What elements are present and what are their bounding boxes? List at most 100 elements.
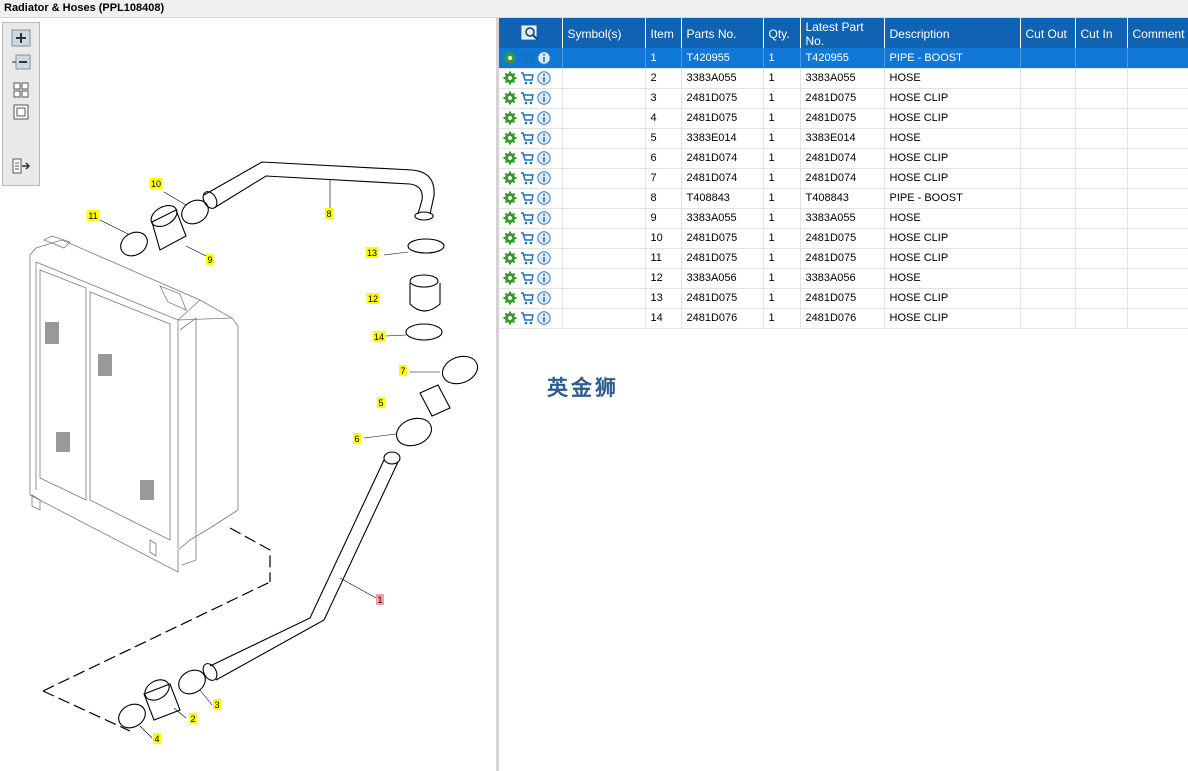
- callout-10[interactable]: 10: [149, 178, 163, 189]
- comment-cell: [1127, 188, 1188, 209]
- callout-2[interactable]: 2: [189, 713, 197, 724]
- col-qty[interactable]: Qty.: [763, 18, 801, 48]
- parts-table-pane: Symbol(s) Item Parts No. Qty. Latest Par…: [499, 18, 1188, 771]
- col-description[interactable]: Description: [884, 18, 1021, 48]
- cart-icon[interactable]: [520, 231, 534, 245]
- gear-icon[interactable]: [503, 131, 517, 145]
- cart-icon[interactable]: [520, 291, 534, 305]
- row-actions-cell: [499, 308, 563, 329]
- info-icon[interactable]: [537, 311, 551, 325]
- col-cut-in[interactable]: Cut In: [1075, 18, 1128, 48]
- gear-icon[interactable]: [503, 271, 517, 285]
- cart-icon[interactable]: [520, 111, 534, 125]
- col-item[interactable]: Item: [645, 18, 682, 48]
- cart-icon[interactable]: [520, 311, 534, 325]
- callout-box: [189, 713, 197, 724]
- gear-icon[interactable]: [503, 311, 517, 325]
- gear-icon[interactable]: [503, 251, 517, 265]
- col-symbols[interactable]: Symbol(s): [562, 18, 646, 48]
- cart-icon[interactable]: [520, 271, 534, 285]
- callout-6[interactable]: 6: [353, 433, 361, 444]
- info-icon[interactable]: [537, 51, 551, 65]
- info-icon[interactable]: [537, 211, 551, 225]
- cart-icon[interactable]: [520, 51, 534, 65]
- gear-icon[interactable]: [503, 171, 517, 185]
- zoom-out-button[interactable]: [11, 53, 31, 71]
- callout-label: 6: [354, 434, 359, 444]
- col-cut-out[interactable]: Cut Out: [1020, 18, 1076, 48]
- callout-12[interactable]: 12: [366, 293, 380, 304]
- cart-icon[interactable]: [520, 71, 534, 85]
- callout-3[interactable]: 3: [213, 699, 221, 710]
- qty-cell: 1: [763, 268, 801, 289]
- callout-13[interactable]: 13: [365, 247, 379, 258]
- header-search-cell[interactable]: [499, 18, 563, 48]
- info-icon[interactable]: [537, 91, 551, 105]
- cart-icon[interactable]: [520, 191, 534, 205]
- gear-icon[interactable]: [503, 91, 517, 105]
- callout-8[interactable]: 8: [325, 208, 333, 219]
- cart-icon[interactable]: [520, 151, 534, 165]
- callout-11[interactable]: 11: [86, 210, 100, 221]
- export-list-button[interactable]: [11, 157, 31, 175]
- info-icon[interactable]: [537, 271, 551, 285]
- cart-icon[interactable]: [520, 131, 534, 145]
- info-icon[interactable]: [537, 131, 551, 145]
- info-icon[interactable]: [537, 71, 551, 85]
- gear-icon[interactable]: [503, 191, 517, 205]
- cart-icon[interactable]: [520, 91, 534, 105]
- symbols-cell: [562, 208, 646, 229]
- cart-icon[interactable]: [520, 211, 534, 225]
- comment-cell: [1127, 148, 1188, 169]
- callout-7[interactable]: 7: [399, 365, 407, 376]
- gear-icon[interactable]: [503, 111, 517, 125]
- info-icon[interactable]: [537, 191, 551, 205]
- callout-4[interactable]: 4: [153, 733, 161, 744]
- col-latest-part-no[interactable]: Latest Part No.: [800, 18, 885, 48]
- col-parts-no[interactable]: Parts No.: [681, 18, 764, 48]
- callout-1[interactable]: 1: [376, 594, 384, 605]
- info-icon[interactable]: [537, 111, 551, 125]
- cart-icon[interactable]: [520, 171, 534, 185]
- gear-icon[interactable]: [503, 211, 517, 225]
- callout-5[interactable]: 5: [377, 397, 385, 408]
- gear-icon[interactable]: [503, 71, 517, 85]
- callout-14[interactable]: 14: [372, 331, 386, 342]
- gear-icon[interactable]: [503, 291, 517, 305]
- gear-icon[interactable]: [503, 51, 517, 65]
- cart-icon[interactable]: [520, 251, 534, 265]
- info-icon[interactable]: [537, 291, 551, 305]
- actual-size-button[interactable]: [11, 103, 31, 121]
- cut-in-cell: [1075, 188, 1128, 209]
- info-icon[interactable]: [537, 151, 551, 165]
- col-comment[interactable]: Comment: [1127, 18, 1188, 48]
- callout-box: [366, 293, 380, 304]
- info-icon[interactable]: [537, 171, 551, 185]
- zoom-in-button[interactable]: [11, 29, 31, 47]
- magnifier-icon: [521, 25, 538, 40]
- info-icon[interactable]: [537, 231, 551, 245]
- callout-9[interactable]: 9: [206, 254, 214, 265]
- fit-all-button[interactable]: [11, 81, 31, 99]
- pane-splitter[interactable]: [496, 18, 499, 771]
- gear-icon[interactable]: [503, 231, 517, 245]
- description-cell: HOSE: [884, 208, 1021, 229]
- info-icon[interactable]: [537, 251, 551, 265]
- table-header-row: Symbol(s) Item Parts No. Qty. Latest Par…: [499, 18, 1188, 48]
- gear-icon[interactable]: [503, 151, 517, 165]
